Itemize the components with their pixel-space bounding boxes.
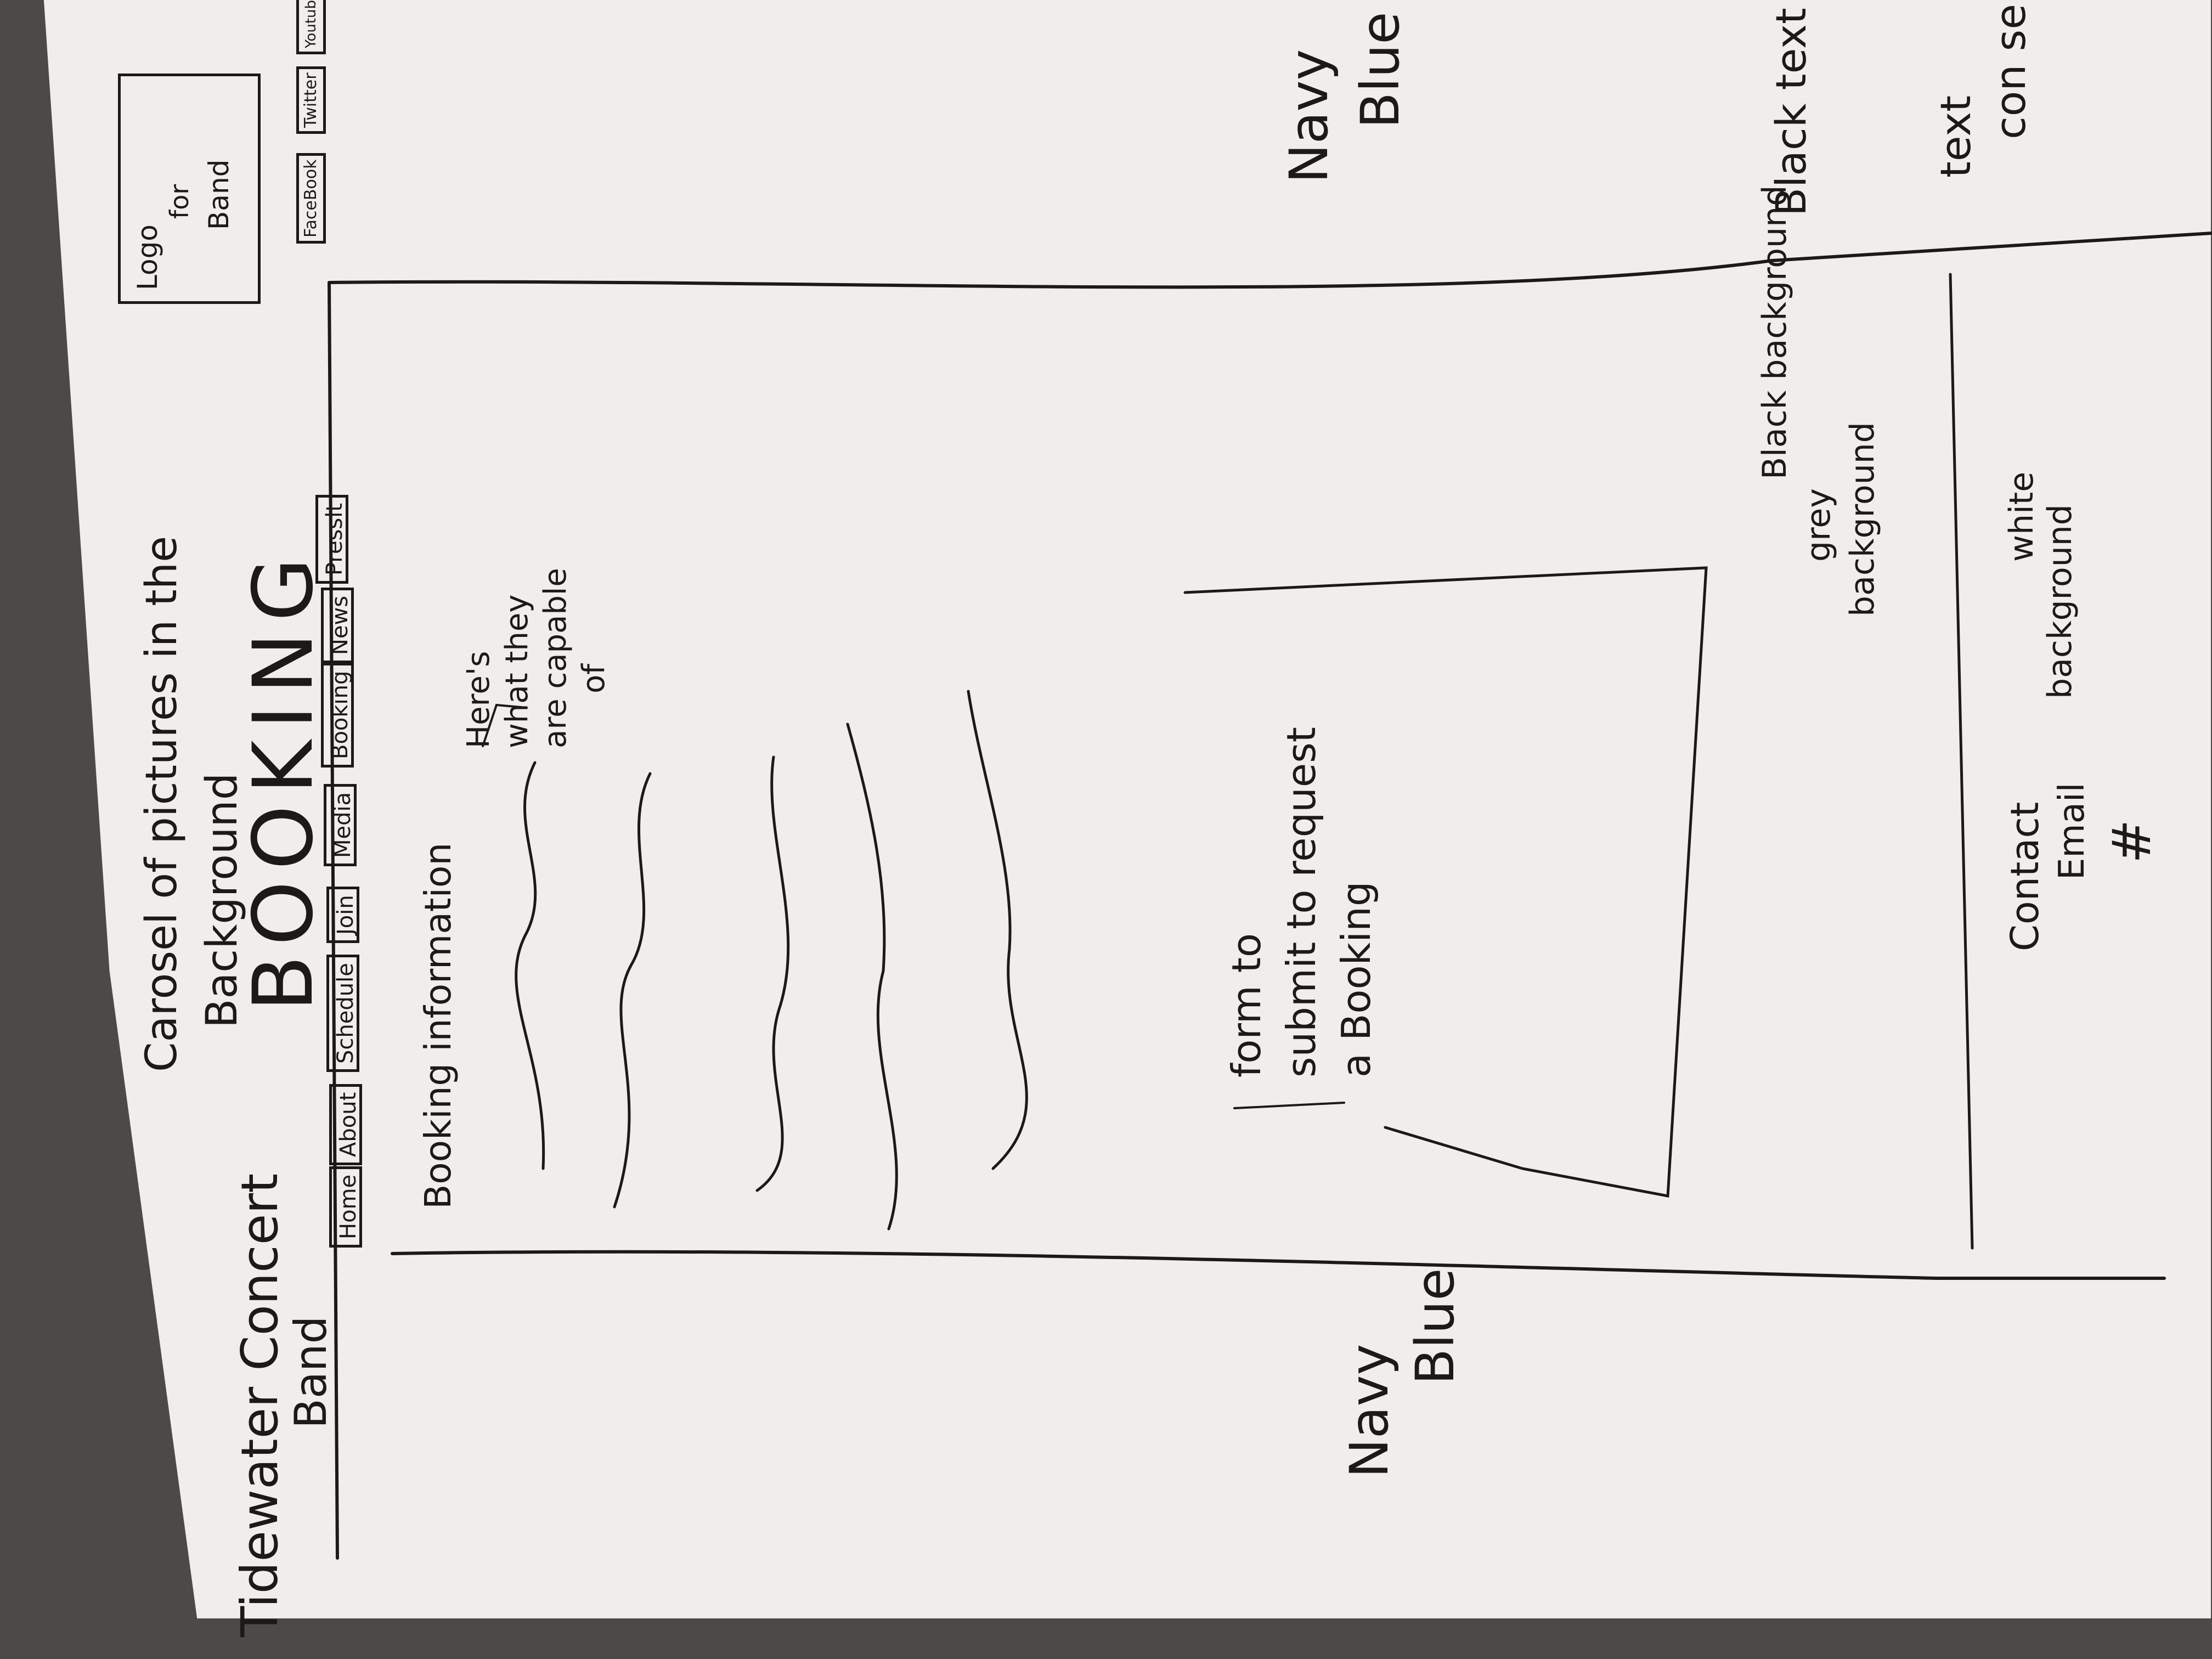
band-name: Tidewater Concert [230,1173,289,1637]
nav-schedule[interactable]: Schedule [326,955,359,1072]
social-twitter[interactable]: Twitter [296,66,326,134]
booking-form-label: form to [1223,933,1269,1077]
logo-label-line2: for [165,184,194,219]
annotation-text-line2: what they [499,594,535,748]
text-note-fragment: text [1931,95,1980,178]
booking-form-label-line3: a Booking [1333,881,1379,1077]
black-background-note: Black background [1756,185,1794,479]
footer-contact: Contact [2002,802,2047,951]
black-text-note: Black text [1767,8,1815,216]
text-note-fragment-line2: con se [1986,4,2035,139]
grey-background-note: grey [1799,488,1838,562]
page-title: BOOKING [236,546,331,1012]
form-input-line [1233,1102,1345,1109]
carousel-note: Carosel of pictures in the [137,535,187,1072]
content-squiggle [755,755,790,1192]
content-top-border [328,232,2212,289]
content-left-border [328,281,339,1560]
booking-info-heading: Booking information [417,842,459,1209]
footer-email: Email [2052,782,2092,880]
nav-booking[interactable]: Booking [321,662,354,768]
booking-form-label-line2: submit to request [1278,727,1324,1077]
logo-label: Logo [132,224,163,290]
content-squiggle [967,690,1028,1170]
left-color-note-line2: Blue [1404,1268,1466,1385]
social-facebook[interactable]: FaceBook [296,153,326,244]
right-color-note: Navy [1278,49,1340,183]
annotation-arrow [482,703,528,747]
social-youtube[interactable]: Youtube [296,0,326,54]
nav-join[interactable]: Join [326,887,359,943]
sketch-paper [22,0,2211,1618]
annotation-text: Here's [461,651,496,748]
logo-label-line3: Band [203,159,235,230]
band-name-line2: Band [285,1316,336,1429]
annotation-text-line4: of [576,664,612,693]
right-color-note-line2: Blue [1350,12,1411,128]
nav-news[interactable]: News [321,587,354,663]
nav-home[interactable]: Home [329,1166,362,1248]
grey-background-note-line2: background [1843,422,1882,617]
footer-divider [1949,273,1974,1250]
footer-phone: # [2101,819,2163,864]
content-bottom-border [391,1250,2166,1280]
content-squiggle [515,761,545,1170]
white-background-note-line2: background [2041,504,2079,699]
nav-about[interactable]: About [329,1084,362,1165]
nav-presskit[interactable]: Presslt [315,494,348,584]
content-squiggle [846,723,898,1231]
logo-placeholder[interactable]: Logo for Band [118,74,261,304]
white-background-note: white [2002,471,2041,562]
nav-media[interactable]: Media [324,783,357,866]
content-squiggle [613,772,652,1209]
booking-form-outline [1183,566,1708,1198]
annotation-text-line3: are capable [538,568,573,748]
left-color-note: Navy [1339,1344,1400,1478]
